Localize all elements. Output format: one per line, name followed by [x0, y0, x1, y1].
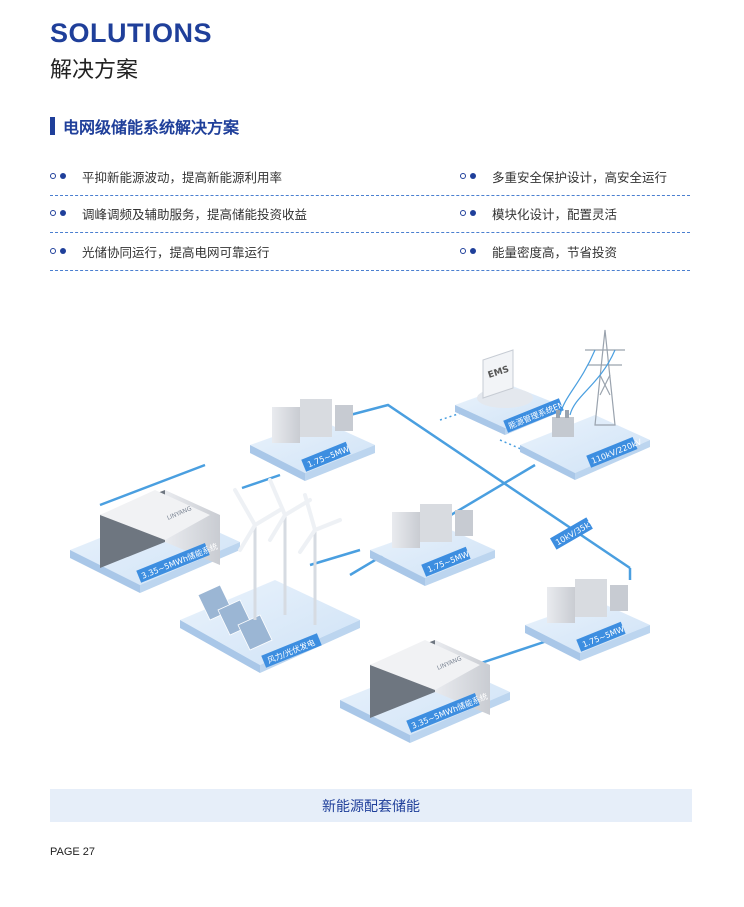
renewable-platform: 风力/光伏发电	[180, 478, 360, 673]
transformer-icon	[552, 410, 574, 437]
title-en: SOLUTIONS	[50, 18, 213, 48]
feature-item: 光储协同运行，提高电网可靠运行	[50, 232, 270, 270]
divider	[50, 232, 690, 233]
feature-item: 多重安全保护设计，高安全运行	[460, 157, 667, 195]
feature-text: 多重安全保护设计，高安全运行	[492, 169, 668, 185]
feature-text: 能量密度高，节省投资	[492, 244, 618, 260]
feature-text: 光储协同运行，提高电网可靠运行	[82, 244, 270, 260]
feature-text: 平抑新能源波动，提高新能源利用率	[82, 169, 283, 185]
page-number: PAGE 27	[50, 846, 96, 858]
feature-text: 调峰调频及辅助服务，提高储能投资收益	[82, 206, 308, 222]
feature-text: 模块化设计，配置灵活	[492, 206, 618, 222]
turbine-blades	[233, 478, 342, 554]
bullet-icon	[50, 248, 66, 254]
feature-item: 平抑新能源波动，提高新能源利用率	[50, 157, 282, 195]
caption-banner: 新能源配套储能	[50, 789, 692, 822]
feature-item: 能量密度高，节省投资	[460, 232, 617, 270]
solar-panel-icon	[197, 584, 273, 651]
feature-item: 调峰调频及辅助服务，提高储能投资收益	[50, 194, 307, 232]
divider	[50, 195, 690, 196]
storage-container-left: LINYANG 3.35~5MWh储能系统	[70, 490, 240, 593]
feature-item: 模块化设计，配置灵活	[460, 194, 617, 232]
section-title: 电网级储能系统解决方案	[63, 118, 240, 137]
transmission-tower: 110kV/220kV	[520, 329, 650, 480]
storage-container-right: LINYANG 3.35~5MWh储能系统	[340, 640, 510, 743]
pcs-unit-middle: 1.75~5MW	[370, 504, 495, 586]
bullet-icon	[460, 173, 476, 179]
section-bar	[50, 117, 55, 135]
bullet-icon	[50, 210, 66, 216]
wind-turbine-icon	[253, 515, 317, 625]
tower-icon	[585, 329, 625, 426]
pcs-unit-right: 1.75~5MW	[525, 579, 650, 661]
divider	[50, 270, 690, 271]
title-cn: 解决方案	[50, 58, 139, 83]
energy-storage-diagram: 1.75~5MW LINYANG 3.35~5MWh储能系统	[70, 329, 650, 743]
pcs-unit-top: 1.75~5MW	[250, 399, 375, 481]
bullet-icon	[460, 248, 476, 254]
bullet-icon	[50, 173, 66, 179]
section-heading: 电网级储能系统解决方案	[50, 114, 239, 138]
bullet-icon	[460, 210, 476, 216]
